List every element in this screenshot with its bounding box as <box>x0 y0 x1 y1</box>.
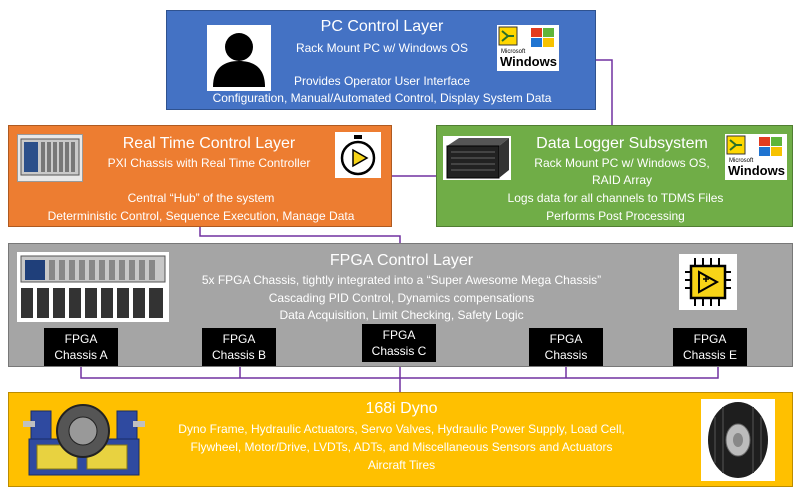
chassis-d-line-2: Chassis <box>544 348 588 362</box>
pc-control-layer-box: PC Control Layer Rack Mount PC w/ Window… <box>166 10 596 110</box>
microsoft-text: Microsoft <box>501 49 526 55</box>
chassis-c-line-2: Chassis C <box>371 344 427 358</box>
datalogger-line-2: RAID Array <box>591 173 652 187</box>
dyno-box: 168i Dyno Dyno Frame, Hydraulic Actuator… <box>8 392 793 487</box>
datalogger-line-4: Performs Post Processing <box>546 209 685 223</box>
windows-text: Windows <box>728 163 785 178</box>
rt-subtitle: PXI Chassis with Real Time Controller <box>107 156 311 170</box>
rt-title: Real Time Control Layer <box>122 135 296 152</box>
fpga-chassis-image <box>17 252 169 322</box>
stopwatch-icon <box>335 132 381 178</box>
fpga-line-1: 5x FPGA Chassis, tightly integrated into… <box>201 273 602 287</box>
fpga-line-3: Data Acquisition, Limit Checking, Safety… <box>279 308 524 322</box>
fpga-chassis-d: FPGA Chassis <box>529 328 603 366</box>
pc-line-2: Configuration, Manual/Automated Control,… <box>212 91 552 105</box>
microsoft-text: Microsoft <box>729 158 754 164</box>
user-silhouette-icon <box>207 25 271 91</box>
datalogger-line-3: Logs data for all channels to TDMS Files <box>507 191 724 205</box>
fpga-chassis-a: FPGA Chassis A <box>44 328 118 366</box>
dyno-line-1: Dyno Frame, Hydraulic Actuators, Servo V… <box>178 422 625 436</box>
chassis-b-line-2: Chassis B <box>211 348 267 362</box>
rack-pc-image <box>443 136 511 180</box>
fpga-chassis-e: FPGA Chassis E <box>673 328 747 366</box>
realtime-control-layer-box: Real Time Control Layer PXI Chassis with… <box>8 125 392 227</box>
datalogger-title: Data Logger Subsystem <box>536 135 708 152</box>
windows-labview-logo: Microsoft Windows <box>497 25 559 71</box>
chassis-a-line-2: Chassis A <box>54 348 108 362</box>
chassis-d-line-1: FPGA <box>549 332 583 346</box>
pc-subtitle: Rack Mount PC w/ Windows OS <box>295 41 469 55</box>
fpga-chassis-b: FPGA Chassis B <box>202 328 276 366</box>
chassis-a-line-1: FPGA <box>64 332 98 346</box>
dyno-line-2: Flywheel, Motor/Drive, LVDTs, ADTs, and … <box>190 440 613 454</box>
dyno-line-3: Aircraft Tires <box>367 458 436 472</box>
fpga-chip-icon <box>679 254 737 310</box>
chassis-b-line-1: FPGA <box>222 332 256 346</box>
fpga-chassis-c: FPGA Chassis C <box>362 324 436 362</box>
windows-text: Windows <box>500 54 557 69</box>
fpga-line-2: Cascading PID Control, Dynamics compensa… <box>268 291 535 305</box>
windows-labview-logo: Microsoft Windows <box>725 134 787 180</box>
pc-title: PC Control Layer <box>320 18 444 35</box>
pc-line-1: Provides Operator User Interface <box>293 74 471 88</box>
aircraft-tire-image <box>701 399 775 481</box>
rt-line-2: Deterministic Control, Sequence Executio… <box>47 209 355 223</box>
chassis-e-line-1: FPGA <box>693 332 727 346</box>
chassis-c-line-1: FPGA <box>382 328 416 342</box>
chassis-e-line-2: Chassis E <box>682 348 738 362</box>
dyno-machine-image <box>23 399 145 481</box>
rt-line-1: Central “Hub” of the system <box>127 191 275 205</box>
data-logger-box: Data Logger Subsystem Rack Mount PC w/ W… <box>436 125 793 227</box>
pc-to-datalogger-connector <box>596 59 613 125</box>
fpga-title: FPGA Control Layer <box>329 252 474 269</box>
datalogger-line-1: Rack Mount PC w/ Windows OS, <box>534 156 710 170</box>
rt-to-fpga-connector <box>199 227 401 243</box>
dyno-title: 168i Dyno <box>365 400 438 417</box>
pxi-chassis-image <box>17 134 83 182</box>
